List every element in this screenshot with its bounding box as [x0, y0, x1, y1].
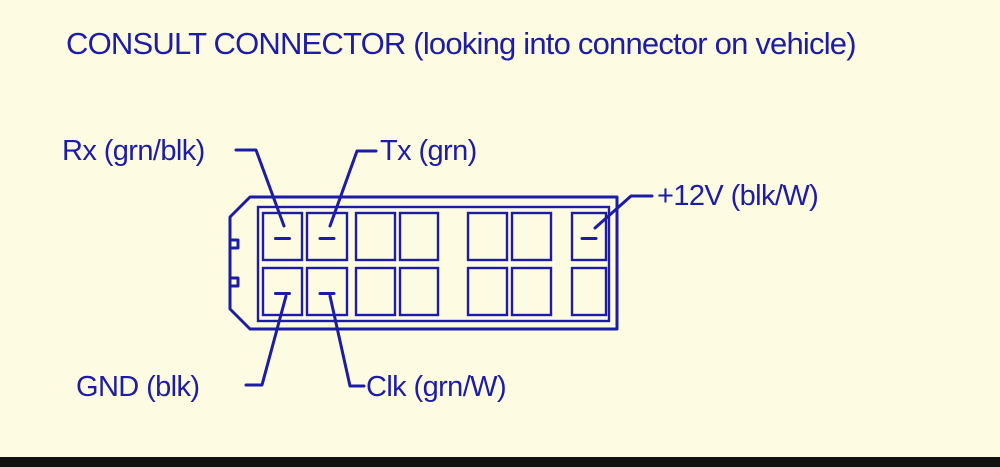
pin-cavity [570, 266, 608, 317]
pin-cavity [354, 211, 397, 262]
pin-cavity [510, 211, 553, 262]
clk-label: Clk (grn/W) [366, 371, 506, 403]
pin-cavity [398, 266, 440, 317]
v12-label: +12V (blk/W) [657, 180, 818, 212]
v12-leader [593, 194, 654, 230]
gnd-leader [244, 294, 288, 387]
pin-cavity [305, 211, 349, 262]
connector-shell [228, 195, 619, 331]
pin-cavity [261, 211, 304, 262]
connector-diagram: CONSULT CONNECTOR (looking into connecto… [62, 26, 857, 403]
pin-cavity [466, 211, 509, 262]
pin-grid [261, 211, 608, 317]
connector-latch-bottom [228, 276, 240, 288]
diagram-title: CONSULT CONNECTOR (looking into connecto… [66, 26, 856, 61]
pin-cavity [305, 266, 349, 317]
connector-inner-frame [256, 205, 611, 323]
diagram-canvas: CONSULT CONNECTOR (looking into connecto… [0, 0, 1000, 457]
pin-cavity [466, 266, 509, 317]
pin-cavity [570, 211, 608, 262]
bottom-bar [0, 457, 1000, 467]
tx-label: Tx (grn) [380, 135, 477, 167]
pin-cavity [354, 266, 397, 317]
rx-label: Rx (grn/blk) [62, 135, 205, 167]
connector-latch-top [228, 238, 240, 250]
tx-leader [328, 149, 378, 228]
pin-cavity [510, 266, 553, 317]
gnd-label: GND (blk) [76, 371, 200, 403]
pin-cavity [398, 211, 440, 262]
pin-cavity [261, 266, 304, 317]
clk-leader [328, 294, 366, 388]
rx-leader [234, 148, 286, 228]
